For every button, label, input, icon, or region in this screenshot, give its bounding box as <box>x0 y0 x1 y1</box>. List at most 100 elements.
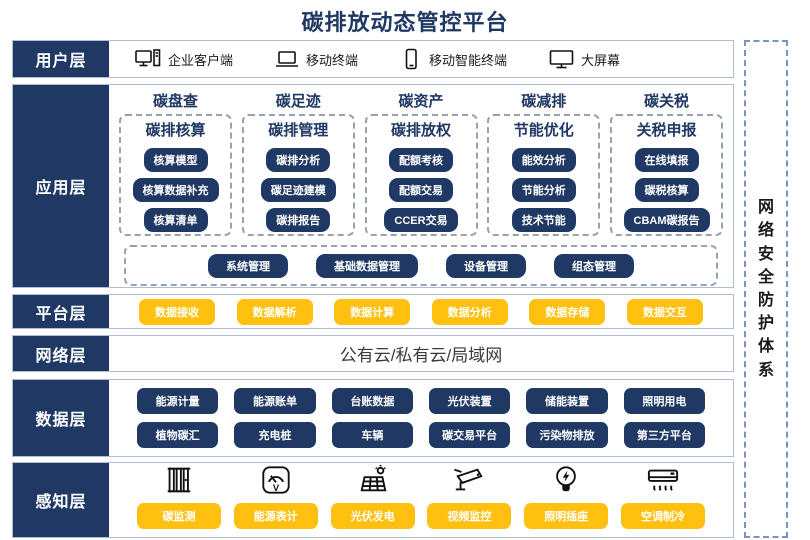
network-text: 公有云/私有云/局域网 <box>339 346 503 365</box>
cctv-icon <box>452 462 486 498</box>
data-pill: 充电桩 <box>234 422 316 448</box>
module-pill: 碳排分析 <box>266 148 331 172</box>
layer-label-user: 用户层 <box>13 41 109 77</box>
layer-label-data: 数据层 <box>13 380 109 456</box>
data-pill: 第三方平台 <box>623 422 705 448</box>
layer-user: 用户层 企业客户端 移动终端 <box>12 40 734 78</box>
layer-data: 数据层 能源计量 能源账单 台账数据 光伏装置 储能装置 照明用电 植物碳汇 充… <box>12 379 734 457</box>
sense-label: 空调制冷 <box>620 503 705 529</box>
column-subtitle: 关税申报 <box>636 122 697 139</box>
data-pill: 植物碳汇 <box>137 422 219 448</box>
module-pill: 核算数据补充 <box>132 178 219 202</box>
column-box: 碳排放权 配额考核 配额交易 CCER交易 <box>364 114 478 236</box>
sense-pv-generation: 光伏发电 <box>330 462 415 529</box>
platform-pill: 数据存储 <box>529 298 606 325</box>
application-modules: 碳盘查 碳排核算 核算模型 核算数据补充 核算清单 碳足迹 碳排管理 碳排分析 … <box>109 85 733 287</box>
module-pill: 节能分析 <box>511 178 576 202</box>
data-pill: 车辆 <box>331 422 413 448</box>
module-pill: 系统管理 <box>208 253 288 278</box>
column-subtitle: 碳排放权 <box>390 122 451 139</box>
column-subtitle: 碳排管理 <box>268 122 329 139</box>
chimney-icon <box>163 462 195 498</box>
desktop-pc-icon <box>135 49 161 69</box>
solar-panel-icon <box>357 462 389 498</box>
layer-label-application: 应用层 <box>13 85 109 287</box>
svg-text:V: V <box>273 482 280 493</box>
module-pill: 基础数据管理 <box>316 253 418 278</box>
data-pill: 污染物排放 <box>526 422 608 448</box>
security-system-panel: 网络安全防护体系 <box>744 40 788 538</box>
module-pill: 配额交易 <box>389 178 453 202</box>
module-pill: 配额考核 <box>389 148 453 172</box>
layer-label-network: 网络层 <box>13 336 109 371</box>
column-box: 碳排管理 碳排分析 碳足迹建模 碳排报告 <box>241 114 355 236</box>
module-pill: 设备管理 <box>446 253 526 278</box>
device-label: 大屏幕 <box>581 52 621 68</box>
module-pill: CBAM碳报告 <box>623 208 710 232</box>
sense-label: 光伏发电 <box>330 503 415 529</box>
data-pill: 能源账单 <box>234 388 316 414</box>
column-box: 碳排核算 核算模型 核算数据补充 核算清单 <box>119 114 232 236</box>
data-pill: 台账数据 <box>331 388 413 414</box>
app-column-carbon-asset: 碳资产 碳排放权 配额考核 配额交易 CCER交易 <box>364 90 478 236</box>
platform-pill: 数据分析 <box>431 298 508 325</box>
app-column-carbon-inventory: 碳盘查 碳排核算 核算模型 核算数据补充 核算清单 <box>119 90 232 236</box>
module-pill: 碳税核算 <box>634 178 699 202</box>
layer-application: 应用层 碳盘查 碳排核算 核算模型 核算数据补充 核算清单 碳足迹 碳排管理 <box>12 84 734 288</box>
data-pill: 碳交易平台 <box>429 422 511 448</box>
platform-pill: 数据计算 <box>334 298 411 325</box>
air-conditioner-icon <box>646 462 680 498</box>
module-pill: 能效分析 <box>511 148 576 172</box>
layer-network: 网络层 公有云/私有云/局域网 <box>12 335 734 372</box>
device-label: 移动终端 <box>306 52 359 68</box>
app-column-carbon-tariff: 碳关税 关税申报 在线填报 碳税核算 CBAM碳报告 <box>610 90 723 236</box>
module-pill: 碳足迹建模 <box>260 178 336 202</box>
layer-label-perception: 感知层 <box>13 463 109 537</box>
security-system-text: 网络安全防护体系 <box>757 199 774 379</box>
data-sources: 能源计量 能源账单 台账数据 光伏装置 储能装置 照明用电 植物碳汇 充电桩 车… <box>109 380 733 456</box>
bulb-icon <box>551 462 581 498</box>
platform-pill: 数据接收 <box>139 298 215 325</box>
common-management-box: 系统管理 基础数据管理 设备管理 组态管理 <box>124 245 718 286</box>
device-enterprise-client: 企业客户端 <box>135 49 233 69</box>
module-pill: 核算清单 <box>143 208 208 232</box>
module-pill: 在线填报 <box>634 148 699 172</box>
column-title: 碳关税 <box>643 93 689 110</box>
sense-label: 照明插座 <box>524 503 609 529</box>
device-label: 移动智能终端 <box>429 52 508 68</box>
laptop-icon <box>275 50 299 69</box>
platform-pill: 数据解析 <box>236 298 313 325</box>
sense-carbon-monitor: 碳监测 <box>137 462 221 529</box>
data-pill: 储能装置 <box>526 388 608 414</box>
module-pill: 碳排报告 <box>266 208 331 232</box>
page-title: 碳排放动态管控平台 <box>301 10 509 35</box>
app-column-carbon-reduction: 碳减排 节能优化 能效分析 节能分析 技术节能 <box>487 90 601 236</box>
perception-devices: 碳监测 V 能源表计 <box>109 463 733 537</box>
data-pill: 照明用电 <box>623 388 705 414</box>
device-label: 企业客户端 <box>168 52 234 68</box>
column-title: 碳盘查 <box>152 93 198 110</box>
device-big-screen: 大屏幕 <box>549 49 620 70</box>
user-devices: 企业客户端 移动终端 移动智能终端 <box>109 41 733 77</box>
column-box: 节能优化 能效分析 节能分析 技术节能 <box>487 114 601 236</box>
platform-pill: 数据交互 <box>626 298 703 325</box>
module-pill: 技术节能 <box>511 208 576 232</box>
module-pill: 组态管理 <box>554 253 634 278</box>
layer-label-platform: 平台层 <box>13 295 109 328</box>
monitor-icon <box>549 49 574 70</box>
meter-icon: V <box>260 462 292 498</box>
layer-perception: 感知层 碳监测 V <box>12 462 734 538</box>
sense-label: 碳监测 <box>137 503 221 529</box>
sense-air-conditioning: 空调制冷 <box>620 462 705 529</box>
column-subtitle: 节能优化 <box>513 122 574 139</box>
sense-video-surveillance: 视频监控 <box>427 462 512 529</box>
sense-label: 能源表计 <box>233 503 318 529</box>
column-box: 关税申报 在线填报 碳税核算 CBAM碳报告 <box>610 114 723 236</box>
platform-capabilities: 数据接收 数据解析 数据计算 数据分析 数据存储 数据交互 <box>109 295 733 328</box>
app-column-carbon-footprint: 碳足迹 碳排管理 碳排分析 碳足迹建模 碳排报告 <box>241 90 355 236</box>
smartphone-icon <box>400 48 422 70</box>
module-pill: CCER交易 <box>384 208 458 232</box>
device-smart-mobile: 移动智能终端 <box>400 48 507 70</box>
layer-platform: 平台层 数据接收 数据解析 数据计算 数据分析 数据存储 数据交互 <box>12 294 734 329</box>
